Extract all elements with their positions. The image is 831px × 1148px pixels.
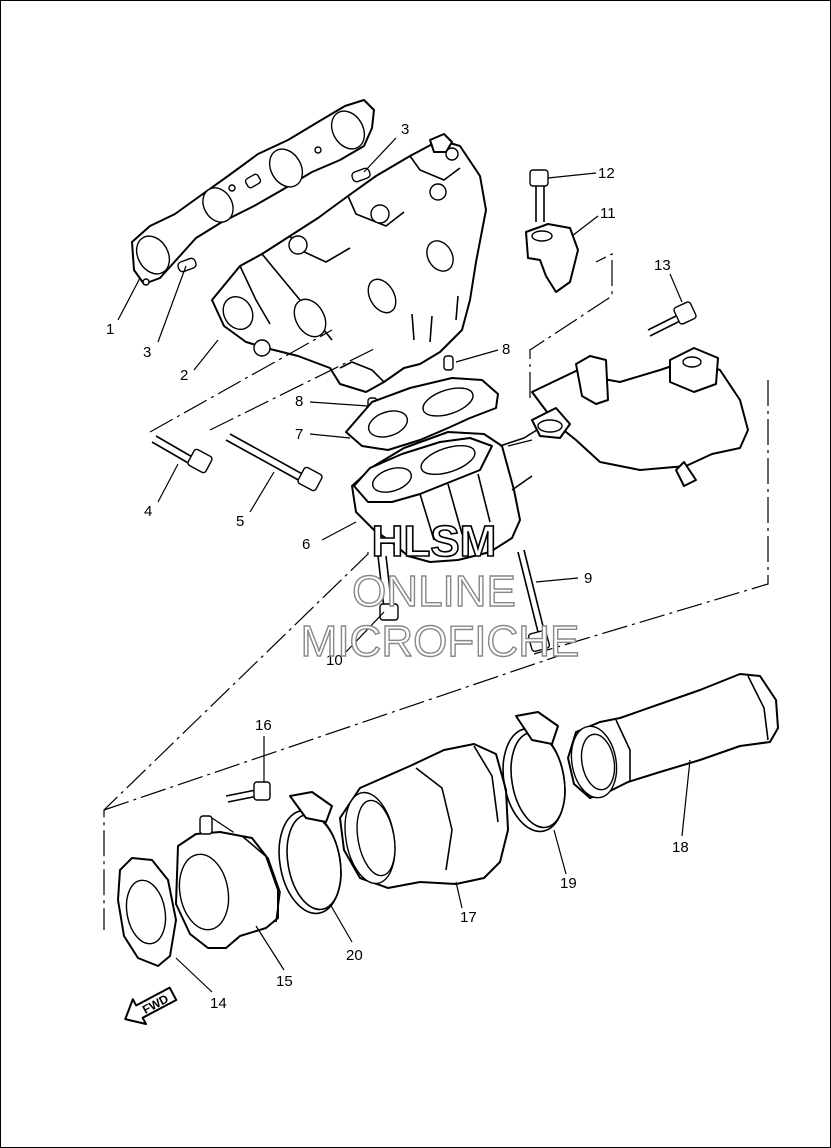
callout-19: 19 [560, 875, 577, 892]
callout-7: 7 [295, 426, 303, 443]
part-7-gasket [345, 377, 499, 451]
watermark-line-1: HLSM [372, 517, 497, 566]
alignment-lines [103, 253, 769, 930]
callout-18: 18 [672, 839, 689, 856]
part-4-bolt [151, 435, 213, 474]
callout-13: 13 [654, 257, 671, 274]
part-17-hose [339, 743, 509, 889]
part-18-tail-pipe [567, 673, 779, 799]
part-2-exhaust-manifold [211, 133, 487, 393]
exhaust-chamber [531, 347, 749, 487]
part-15-joint [175, 815, 281, 949]
callout-15: 15 [276, 973, 293, 990]
part-14-gasket [117, 857, 177, 967]
callout-3a: 3 [143, 344, 151, 361]
callout-11: 11 [600, 205, 616, 222]
callout-14: 14 [210, 995, 227, 1012]
part-10-bolt [377, 555, 399, 621]
callout-5: 5 [236, 513, 244, 530]
part-6-exhaust-pipe [351, 427, 541, 563]
callout-1: 1 [106, 321, 114, 338]
part-20-clamp [278, 791, 342, 915]
part-11-bracket [525, 223, 579, 293]
watermark: HLSM ONLINE MICROFICHE [300, 516, 580, 667]
part-19-clamp [502, 711, 566, 833]
callout-3b: 3 [401, 121, 409, 138]
callout-8b: 8 [502, 341, 510, 358]
leader-lines [117, 137, 691, 993]
callout-2: 2 [180, 367, 188, 384]
callout-6: 6 [302, 536, 310, 553]
callout-9: 9 [584, 570, 592, 587]
callout-17: 17 [460, 909, 477, 926]
callout-20: 20 [346, 947, 363, 964]
part-9-stud-bolt [517, 549, 551, 653]
callout-16: 16 [255, 717, 272, 734]
callout-10: 10 [326, 652, 343, 669]
watermark-line-3: MICROFICHE [301, 617, 580, 666]
part-5-bolt [225, 433, 323, 492]
part-13-bolt [647, 301, 697, 337]
callout-labels: 1 2 3 3 4 5 6 7 8 8 9 10 11 12 13 14 15 … [106, 121, 689, 1012]
part-16-bolt [225, 781, 271, 803]
callout-12: 12 [598, 165, 615, 182]
callout-4: 4 [144, 503, 152, 520]
callout-8a: 8 [295, 393, 303, 410]
part-3-dowel-pins [177, 167, 371, 273]
watermark-line-2: ONLINE [352, 567, 516, 616]
part-1-manifold-gasket [131, 99, 375, 286]
